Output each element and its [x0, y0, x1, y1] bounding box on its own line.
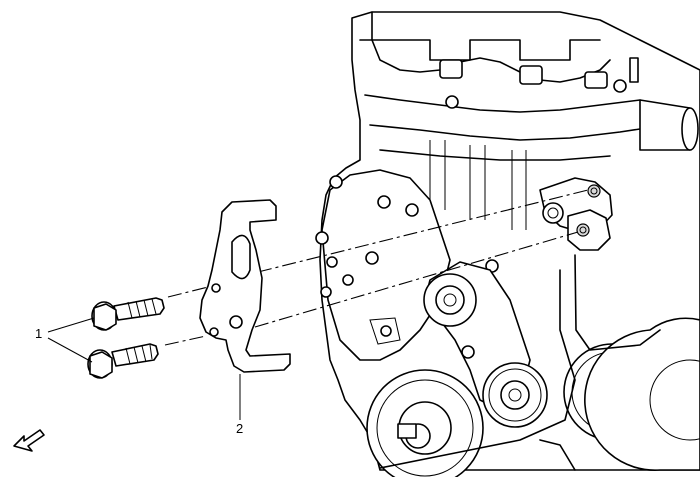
callout-bracket: 2 [236, 421, 244, 436]
leader-lines [47, 317, 241, 420]
bolt-upper [91, 297, 165, 331]
alignment-lines [164, 189, 589, 346]
bolt-lower [87, 343, 159, 379]
callout-bolts: 1 [35, 326, 43, 341]
front-direction-arrow-icon [13, 429, 45, 452]
bracket-part [199, 199, 291, 373]
engine-assembly [315, 11, 700, 482]
